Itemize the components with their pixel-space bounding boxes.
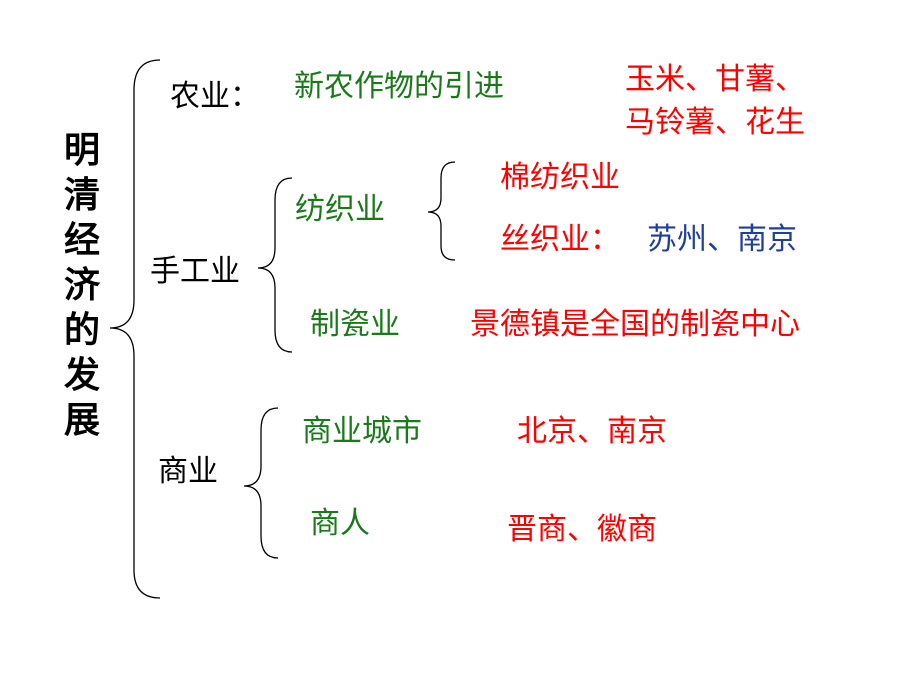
commercial-cities: 北京、南京 (517, 414, 667, 449)
textile-label: 纺织业 (295, 192, 385, 227)
merchants-label: 商人 (310, 506, 370, 541)
main-brace (109, 59, 161, 599)
merchants: 晋商、徽商 (507, 512, 657, 547)
cotton-textile: 棉纺织业 (500, 160, 620, 195)
diagram-title: 明清经济的发展 (63, 130, 100, 441)
crops-line-2: 马铃薯、花生 (625, 105, 805, 140)
commerce-brace (243, 407, 279, 559)
porcelain-label: 制瓷业 (310, 307, 400, 342)
silk-textile-label: 丝织业： (500, 222, 620, 257)
agriculture-item: 新农作物的引进 (294, 69, 504, 104)
crops-line-1: 玉米、甘薯、 (625, 62, 805, 97)
commercial-cities-label: 商业城市 (302, 414, 422, 449)
agriculture-label: 农业： (170, 79, 260, 114)
handicraft-brace (257, 177, 293, 353)
porcelain-detail: 景德镇是全国的制瓷中心 (470, 307, 800, 342)
handicraft-label: 手工业 (150, 254, 240, 289)
textile-brace (427, 161, 456, 261)
commerce-label: 商业 (158, 454, 218, 489)
silk-textile-places: 苏州、南京 (647, 222, 797, 257)
